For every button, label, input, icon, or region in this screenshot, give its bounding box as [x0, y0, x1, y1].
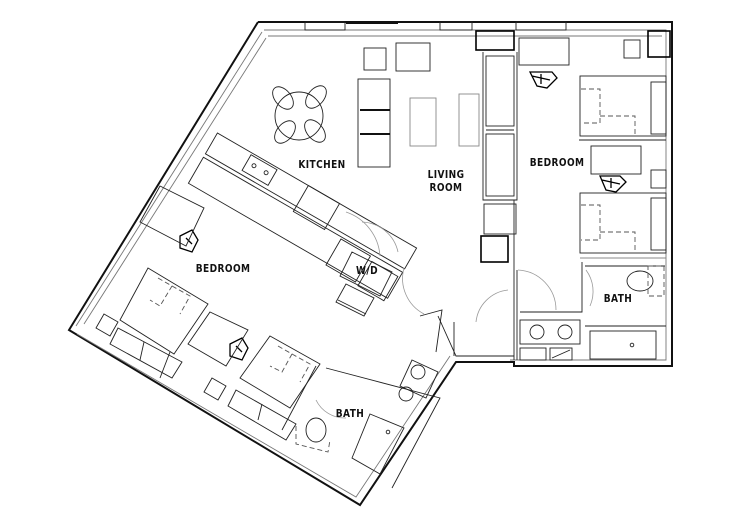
west-bedroom-furniture [95, 185, 321, 441]
south-bath [295, 309, 443, 489]
east-bath [475, 262, 666, 361]
kitchen-counters [187, 132, 418, 302]
room-label-bedroom-west: BEDROOM [195, 262, 251, 275]
office-chairs [179, 71, 627, 361]
room-label-washer-dryer: W/D [356, 264, 378, 277]
room-label-kitchen: KITCHEN [298, 158, 346, 171]
room-label-bedroom-east: BEDROOM [529, 156, 585, 169]
living-furniture [357, 42, 480, 168]
closet-partition [480, 52, 518, 360]
windows [304, 21, 671, 58]
room-label-bath-east: BATH [603, 292, 633, 305]
washer-dryer-closet [335, 251, 393, 317]
east-bedroom-furniture [518, 37, 667, 259]
door-swings [315, 211, 425, 419]
dining-table [272, 85, 327, 144]
room-label-bath-south: BATH [335, 407, 365, 420]
room-label-living-room: LIVING ROOM [427, 168, 465, 194]
interior-walls [437, 315, 514, 357]
